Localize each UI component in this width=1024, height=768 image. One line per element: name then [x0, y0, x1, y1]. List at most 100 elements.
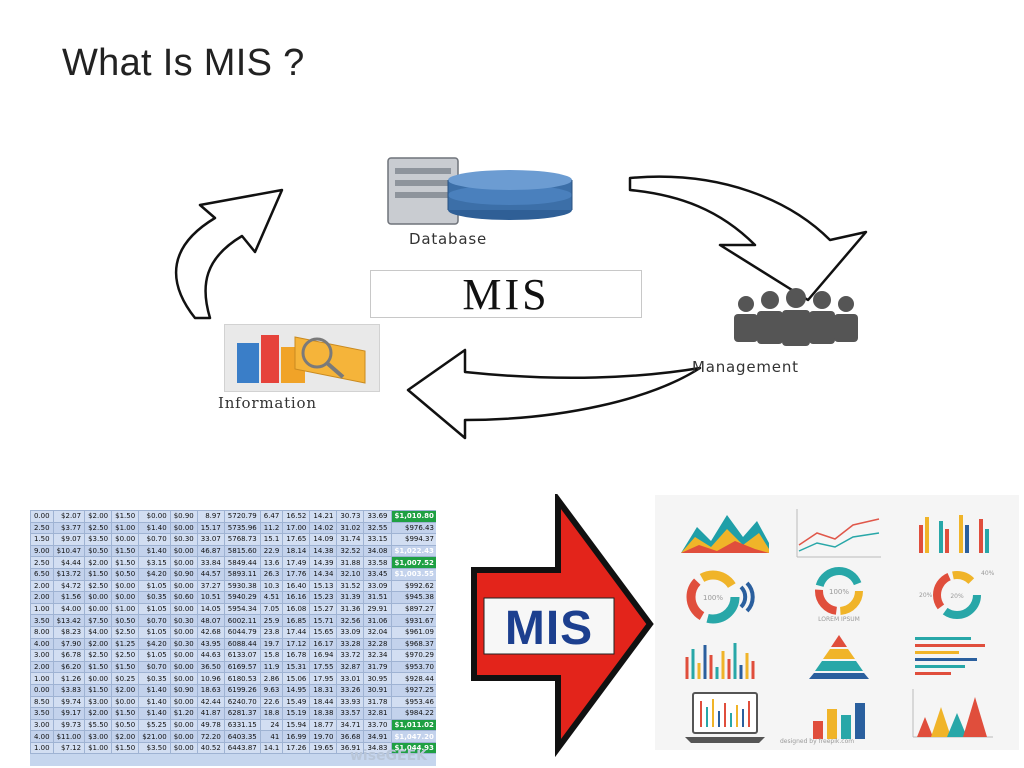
table-cell: $970.29	[390, 649, 436, 662]
table-cell: $4.00	[52, 602, 86, 616]
table-cell: $0.00	[111, 533, 140, 546]
table-cell: 16.08	[282, 602, 311, 616]
table-cell: $2.50	[84, 521, 113, 535]
table-cell: $931.67	[390, 614, 436, 627]
table-cell: $0.30	[169, 637, 198, 651]
mis-conversion-arrow	[471, 494, 654, 758]
table-cell: $0.35	[138, 672, 171, 685]
table-cell: 33.93	[336, 695, 365, 709]
table-cell: 19.70	[309, 730, 338, 743]
table-cell: $1.40	[138, 707, 171, 720]
table-cell: $1,010.80	[390, 510, 436, 523]
table-cell: $0.30	[169, 614, 198, 627]
table-cell: $7.90	[52, 637, 86, 651]
table-cell: $961.09	[390, 625, 436, 639]
table-cell: 15.06	[282, 672, 311, 685]
table-cell: 33.15	[363, 533, 392, 546]
table-cell: $2.50	[84, 649, 113, 662]
table-cell: 14.05	[196, 602, 225, 616]
donut-chart-icon: 100%	[686, 570, 755, 624]
table-cell: $7.50	[84, 614, 113, 627]
table-cell: $1.26	[52, 672, 86, 685]
table-cell: 33.72	[336, 649, 365, 662]
table-cell: $13.42	[52, 614, 86, 627]
table-cell: 32.34	[363, 649, 392, 662]
table-cell: 33.84	[196, 556, 225, 569]
table-cell: $2.00	[111, 730, 140, 743]
table-cell: 5930.38	[223, 579, 261, 593]
table-cell: 16.40	[282, 579, 311, 593]
table-cell: 31.74	[336, 533, 365, 546]
gauge-left-label: 20%	[919, 592, 933, 599]
3d-bars-icon	[813, 703, 865, 739]
table-cell: $992.62	[390, 579, 436, 593]
table-cell: $0.00	[169, 625, 198, 639]
table-cell: $0.90	[169, 567, 198, 581]
table-cell: 32.81	[363, 707, 392, 720]
table-cell: 6180.53	[223, 672, 261, 685]
spreadsheet-watermark: wiseGEEK	[350, 748, 428, 764]
table-cell: $2.07	[52, 510, 86, 523]
database-label: Database	[409, 230, 487, 248]
table-cell: 31.06	[363, 614, 392, 627]
table-cell: 15.71	[309, 614, 338, 627]
table-cell: 11.2	[259, 521, 284, 535]
table-cell: 5849.44	[223, 556, 261, 569]
table-cell: $1,044.93	[390, 741, 436, 755]
table-cell: 19.65	[309, 741, 338, 755]
table-cell: $11.00	[52, 730, 86, 743]
bar-chart-icon	[919, 515, 989, 553]
table-cell: $4.72	[52, 579, 86, 593]
mis-center-box: MIS	[370, 270, 642, 319]
table-cell: 22.6	[259, 695, 284, 709]
table-cell: 4.00	[30, 637, 54, 651]
table-cell: 5815.60	[223, 544, 261, 558]
table-cell: $1.50	[84, 660, 113, 674]
table-cell: 18.8	[259, 707, 284, 720]
table-cell: $0.00	[84, 602, 113, 616]
table-cell: $8.23	[52, 625, 86, 639]
table-cell: 31.51	[363, 591, 392, 604]
table-cell: $1.40	[138, 544, 171, 558]
table-cell: 31.52	[336, 579, 365, 593]
table-cell: $1,003.55	[390, 567, 436, 581]
table-cell: 16.85	[282, 614, 311, 627]
table-cell: 14.39	[309, 556, 338, 569]
table-cell: $10.47	[52, 544, 86, 558]
table-cell: 23.8	[259, 625, 284, 639]
table-cell: $1.40	[138, 683, 171, 697]
area-chart-icon	[681, 515, 769, 553]
table-cell: 18.38	[309, 707, 338, 720]
gauge-center-label: 20%	[950, 593, 964, 600]
table-cell: $4.00	[84, 625, 113, 639]
table-cell: 25.9	[259, 614, 284, 627]
table-cell: 15.65	[309, 625, 338, 639]
table-cell: $1.00	[111, 602, 140, 616]
table-cell: $0.00	[169, 730, 198, 743]
table-cell: 14.09	[309, 533, 338, 546]
table-cell: 24	[259, 718, 284, 732]
table-cell: 17.00	[282, 521, 311, 535]
table-cell: 41.87	[196, 707, 225, 720]
table-cell: $0.00	[169, 649, 198, 662]
table-cell: $13.72	[52, 567, 86, 581]
table-cell: 6.47	[259, 510, 284, 523]
table-cell: $897.27	[390, 602, 436, 616]
table-cell: 7.05	[259, 602, 284, 616]
table-cell: 2.86	[259, 672, 284, 685]
table-cell: 19.7	[259, 637, 284, 651]
table-cell: 33.09	[336, 625, 365, 639]
table-cell: 1.00	[30, 741, 54, 755]
table-cell: $2.00	[111, 683, 140, 697]
cycle-diagram	[174, 157, 868, 440]
information-icon	[237, 335, 366, 384]
table-cell: 18.14	[282, 544, 311, 558]
table-cell: $4.20	[138, 637, 171, 651]
table-cell: 22.9	[259, 544, 284, 558]
table-cell: $2.00	[84, 707, 113, 720]
table-cell: 33.01	[336, 672, 365, 685]
